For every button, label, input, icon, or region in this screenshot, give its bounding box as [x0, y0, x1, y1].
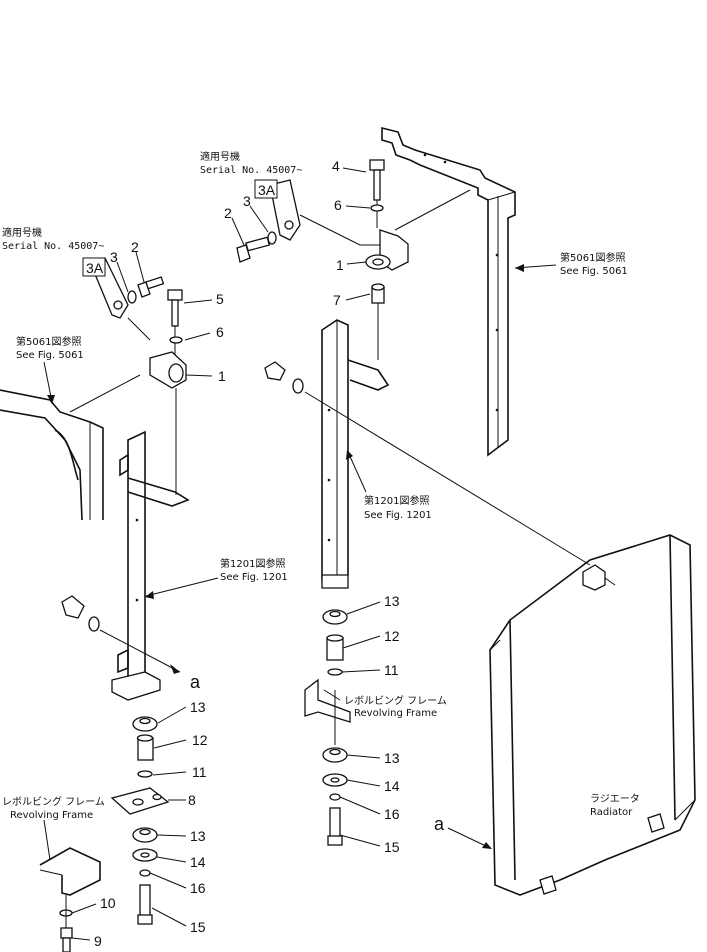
callout-left-14: 14	[190, 854, 206, 870]
left-upper-parts	[61, 257, 187, 674]
callout-center-13a: 13	[384, 593, 400, 609]
center-stack	[304, 609, 351, 846]
ref-jp-left: 第5061図参照	[16, 335, 81, 348]
callout-center-11: 11	[384, 662, 399, 678]
callout-left-3: 3	[110, 249, 118, 265]
callout-numbers: 2 3 3A 5 6 1 13 12 11 8 13 14 16 15 10 9…	[82, 158, 400, 949]
callout-center-12: 12	[384, 628, 400, 644]
frame-jp-left: レボルビング フレーム	[2, 795, 105, 808]
callout-upper-3a: 3A	[258, 182, 276, 198]
callout-upper-7: 7	[333, 292, 341, 308]
callout-left-10: 10	[100, 895, 116, 911]
callout-left-9: 9	[94, 933, 102, 949]
callout-center-15: 15	[384, 839, 400, 855]
serial-note-en-left: Serial No. 45007~	[2, 241, 104, 252]
radiator	[489, 534, 696, 896]
left-frame	[0, 389, 104, 521]
ref-en-left-post: See Fig. 1201	[220, 572, 288, 583]
left-stack	[39, 716, 170, 952]
left-post	[111, 430, 190, 701]
callout-left-16: 16	[190, 880, 206, 896]
callout-left-5: 5	[216, 291, 224, 307]
callout-upper-2: 2	[224, 205, 232, 221]
callout-upper-6: 6	[334, 197, 342, 213]
callout-leaders	[43, 167, 557, 941]
connector-a-right: a	[434, 814, 445, 834]
ref-jp-upper-right: 第5061図参照	[560, 251, 625, 264]
callout-left-11: 11	[192, 764, 207, 780]
callout-left-13a: 13	[190, 699, 206, 715]
callout-left-8: 8	[188, 792, 196, 808]
serial-note-en-upper: Serial No. 45007~	[200, 165, 302, 176]
ref-en-center: See Fig. 1201	[364, 510, 432, 521]
ref-en-upper-right: See Fig. 5061	[560, 266, 628, 277]
callout-center-13b: 13	[384, 750, 400, 766]
callout-left-2: 2	[131, 239, 139, 255]
serial-note-jp-upper: 適用号機	[200, 150, 240, 163]
upper-right-frame	[381, 126, 516, 457]
callout-left-12: 12	[192, 732, 208, 748]
callout-left-6: 6	[216, 324, 224, 340]
connector-a-left: a	[190, 672, 201, 692]
callout-upper-3: 3	[243, 193, 251, 209]
center-post	[321, 319, 390, 589]
callout-center-14: 14	[384, 778, 400, 794]
callout-upper-1: 1	[336, 257, 344, 273]
ref-en-left: See Fig. 5061	[16, 350, 84, 361]
text-labels: 適用号機 Serial No. 45007~ 適用号機 Serial No. 4…	[2, 150, 640, 834]
callout-left-1: 1	[218, 368, 226, 384]
frame-en-center: Revolving Frame	[354, 708, 437, 719]
ref-jp-center: 第1201図参照	[364, 494, 429, 507]
frame-en-left: Revolving Frame	[10, 810, 93, 821]
frame-jp-center: レボルビング フレーム	[344, 694, 447, 707]
callout-left-13b: 13	[190, 828, 206, 844]
ref-jp-left-post: 第1201図参照	[220, 557, 285, 570]
callout-upper-4: 4	[332, 158, 340, 174]
callout-left-15: 15	[190, 919, 206, 935]
serial-note-jp-left: 適用号機	[2, 226, 42, 239]
callout-center-16: 16	[384, 806, 400, 822]
radiator-jp: ラジエータ	[590, 793, 640, 805]
radiator-en: Radiator	[590, 807, 633, 818]
callout-left-3a: 3A	[86, 260, 104, 276]
